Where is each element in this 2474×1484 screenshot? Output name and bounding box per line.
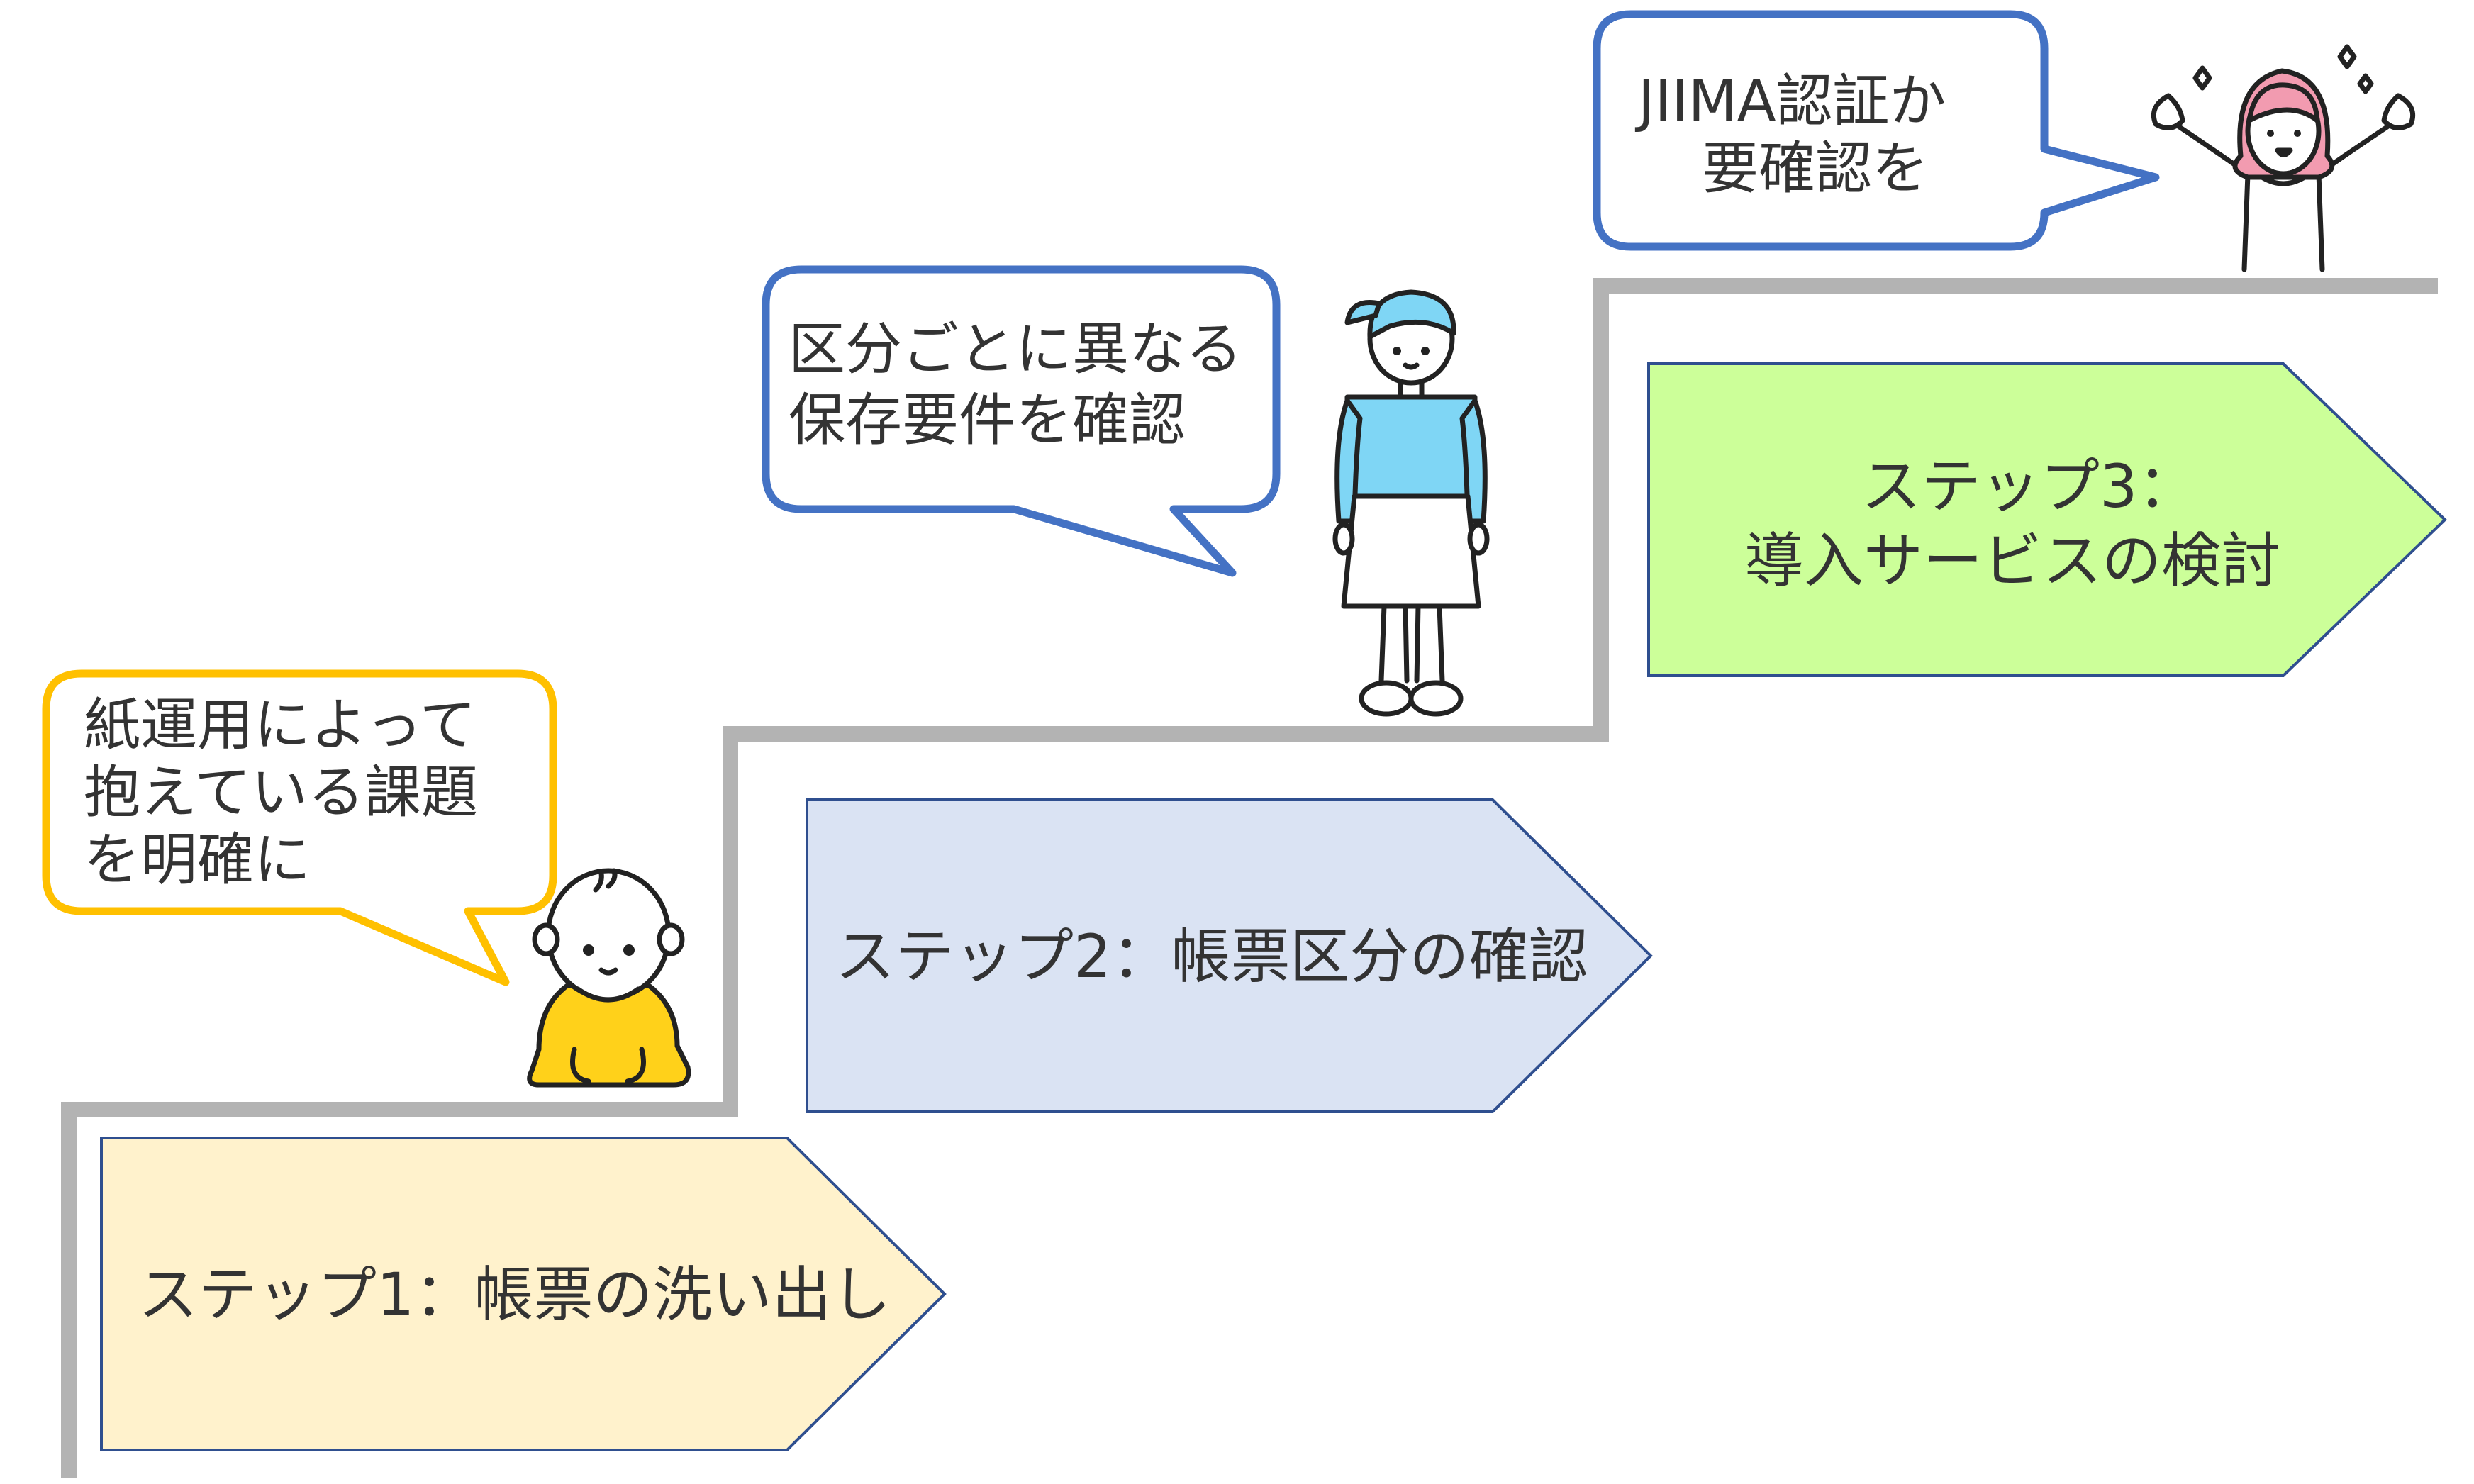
speech-bubble-3: JIIMA認証か 要確認を: [1593, 10, 2160, 251]
baby-icon: [527, 868, 691, 1088]
step-1-label: ステップ1：帳票の洗い出し: [138, 1260, 891, 1329]
step-3-label-line2: 導入サービスの検討: [1744, 526, 2280, 596]
girl-cheering-icon: [2151, 44, 2416, 272]
speech-bubble-2-line-2: 保存要件を確認: [789, 387, 1186, 453]
speech-bubble-1-line-2: 抱えている課題: [84, 759, 478, 825]
woman-standing-icon: [1332, 289, 1490, 717]
step-3-label-line1: ステップ3：: [1861, 452, 2197, 521]
staircase-line: [61, 278, 2438, 1478]
step-1-arrow: ステップ1：帳票の洗い出し: [100, 1137, 947, 1451]
speech-bubble-3-line-2: 要確認を: [1702, 135, 1929, 201]
speech-bubble-1-line-1: 紙運用によって: [84, 692, 477, 758]
speech-bubble-2-line-1: 区分ごとに異なる: [789, 316, 1242, 382]
step-3-arrow: ステップ3： 導入サービスの検討: [1647, 362, 2447, 677]
step-2-arrow: ステップ2：帳票区分の確認: [806, 798, 1653, 1113]
step-2-label: ステップ2：帳票区分の確認: [835, 922, 1588, 991]
step-1-shape: [100, 1137, 947, 1451]
speech-bubble-1-line-3: を明確に: [84, 827, 311, 893]
speech-bubble-2: 区分ごとに異なる 保存要件を確認: [762, 265, 1281, 577]
step-2-shape: [806, 798, 1653, 1113]
speech-bubble-3-shape: [1593, 10, 2160, 251]
speech-bubble-1-shape: [42, 669, 557, 986]
speech-bubble-1: 紙運用によって 抱えている課題 を明確に: [42, 669, 557, 986]
speech-bubble-3-line-1: JIIMA認証か: [1634, 68, 1946, 134]
step-3-shape: [1647, 362, 2447, 677]
speech-bubble-2-shape: [762, 265, 1281, 577]
